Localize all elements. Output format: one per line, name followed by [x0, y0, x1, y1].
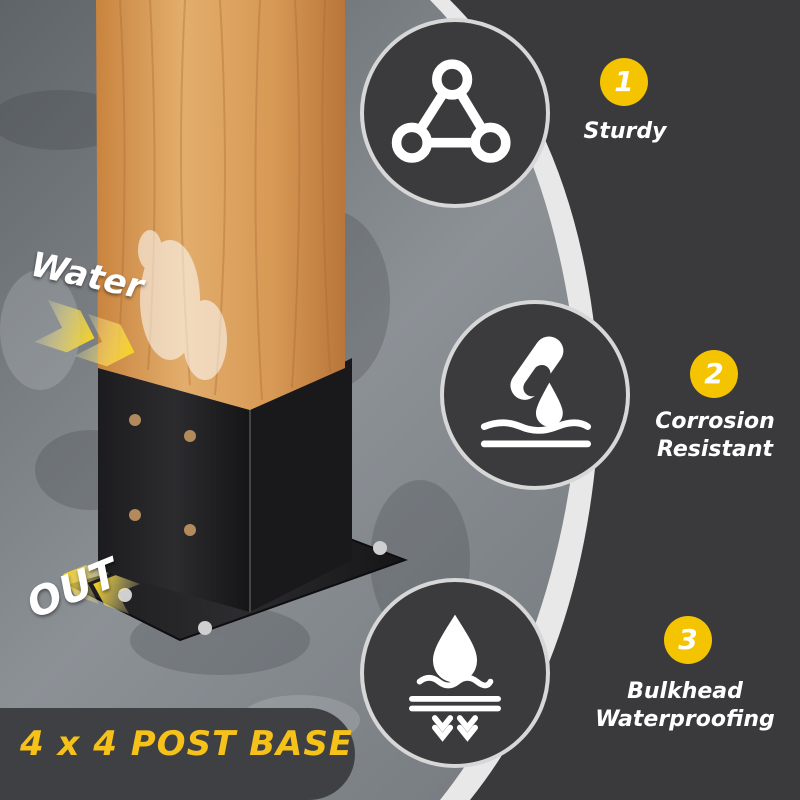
water-drop-barrier-icon	[409, 614, 501, 742]
product-title-banner	[0, 708, 355, 800]
test-tube-drop-icon	[480, 336, 592, 448]
feature-2-label: Corrosion Resistant	[640, 408, 790, 464]
feature-3-number: 3	[664, 616, 712, 664]
feature-3-label-line1: Bulkhead	[627, 679, 743, 704]
feature-2-label-line1: Corrosion	[655, 409, 775, 434]
feature-2-label-line2: Resistant	[656, 437, 774, 462]
triangle-nodes-icon	[391, 59, 511, 163]
feature-1-label-line1: Sturdy	[583, 119, 667, 144]
feature-2-icon-circle	[440, 300, 630, 490]
feature-1-label: Sturdy	[560, 118, 690, 146]
feature-1-icon-circle	[360, 18, 550, 208]
feature-2-number: 2	[690, 350, 738, 398]
feature-1-number: 1	[600, 58, 648, 106]
product-title: 4 x 4 POST BASE	[20, 724, 354, 764]
feature-3-label: Bulkhead Waterproofing	[590, 678, 780, 734]
feature-3-label-line2: Waterproofing	[595, 707, 775, 732]
feature-3-icon-circle	[360, 578, 550, 768]
